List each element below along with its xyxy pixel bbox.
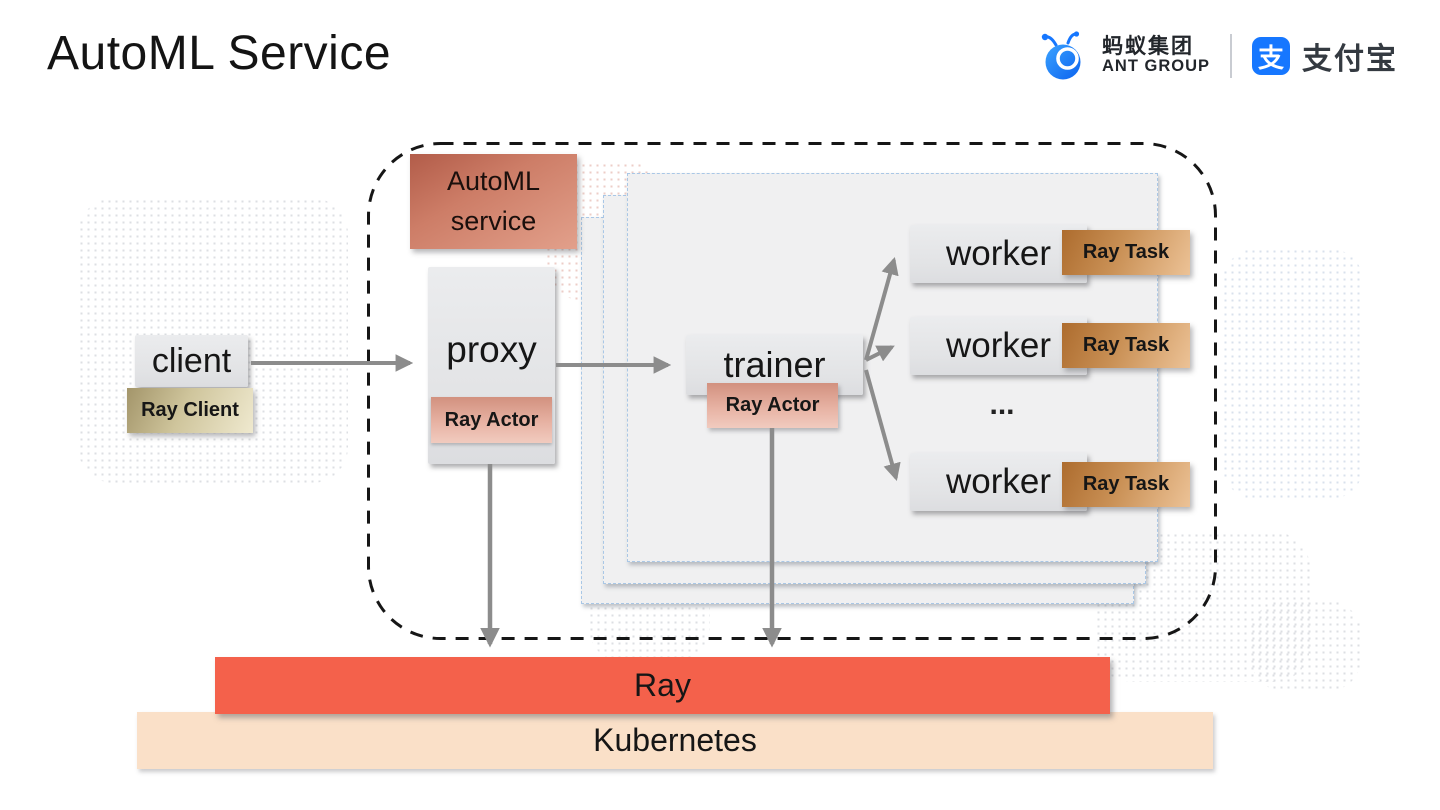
header-logos: 蚂蚁集团 ANT GROUP 支 支付宝 (1040, 30, 1398, 82)
more-workers-ellipsis: ... (989, 388, 1015, 421)
trainer-ray-actor-badge: Ray Actor (707, 383, 838, 428)
worker-node: worker (910, 225, 1087, 283)
ant-group-cn-label: 蚂蚁集团 (1102, 35, 1194, 59)
proxy-ray-actor-label: Ray Actor (444, 408, 539, 431)
trainer-ray-actor-label: Ray Actor (725, 394, 820, 416)
ray-task-label: Ray Task (1082, 473, 1170, 495)
world-map-dots (1250, 600, 1362, 692)
kubernetes-platform-bar: Kubernetes (137, 712, 1213, 769)
ray-task-badge: Ray Task (1062, 462, 1190, 507)
alipay-icon: 支 (1252, 37, 1290, 75)
client-label: client (151, 341, 232, 380)
world-map-dots (1222, 248, 1364, 500)
client-node: client (135, 335, 248, 387)
ray-task-label: Ray Task (1082, 334, 1170, 356)
trainer-label: trainer (723, 344, 826, 385)
ray-platform-bar: Ray (215, 657, 1110, 714)
logo-divider (1230, 34, 1232, 78)
proxy-label: proxy (446, 329, 537, 370)
automl-service-label-box: AutoML service (410, 154, 577, 249)
alipay-wordmark: 支付宝 (1302, 43, 1398, 76)
worker-node: worker (910, 453, 1087, 511)
automl-service-line2: service (450, 205, 537, 236)
ray-bar-label: Ray (634, 667, 691, 703)
ant-group-en-label: ANT GROUP (1102, 57, 1210, 76)
ray-task-badge: Ray Task (1062, 230, 1190, 275)
worker-label: worker (945, 234, 1052, 273)
worker-node: worker (910, 317, 1087, 375)
ray-task-badge: Ray Task (1062, 323, 1190, 368)
ant-head-icon (1040, 30, 1090, 82)
ray-task-label: Ray Task (1082, 241, 1170, 263)
automl-service-line1: AutoML (446, 166, 541, 197)
ant-group-wordmark: 蚂蚁集团 ANT GROUP (1102, 36, 1210, 75)
worker-label: worker (945, 462, 1052, 501)
ray-client-badge: Ray Client (127, 388, 253, 433)
kubernetes-bar-label: Kubernetes (593, 722, 757, 758)
proxy-ray-actor-badge: Ray Actor (431, 397, 552, 443)
worker-label: worker (945, 326, 1052, 365)
page-title: AutoML Service (47, 27, 392, 80)
ray-client-badge-label: Ray Client (141, 399, 239, 421)
